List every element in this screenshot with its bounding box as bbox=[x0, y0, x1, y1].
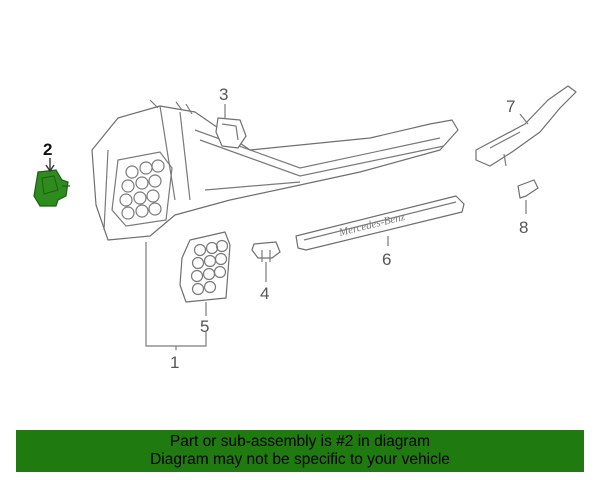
part-4-retainer bbox=[251, 241, 281, 262]
callout-2: 2 bbox=[43, 140, 52, 159]
banner-line-2: Diagram may not be specific to your vehi… bbox=[150, 451, 450, 468]
callout-7: 7 bbox=[506, 97, 515, 116]
part-5-grille-holes bbox=[190, 239, 229, 296]
part-6-sill-plate: Mercedes-Benz bbox=[295, 195, 465, 251]
callout-5: 5 bbox=[200, 317, 209, 336]
callout-6: 6 bbox=[382, 250, 391, 269]
callout-8: 8 bbox=[519, 218, 528, 237]
callout-1: 1 bbox=[170, 353, 179, 372]
callout-4: 4 bbox=[260, 284, 269, 303]
part-7-bracket bbox=[475, 85, 577, 167]
parts-diagram: Mercedes-Benz 1 2 3 4 5 6 7 8 bbox=[33, 85, 577, 372]
part-1-grille-holes bbox=[119, 159, 165, 220]
part-3-clip bbox=[215, 117, 247, 149]
part-8-clip bbox=[517, 179, 539, 199]
part-2-bracket bbox=[33, 169, 70, 207]
leader-lines bbox=[45, 104, 529, 350]
part-5-grille bbox=[179, 231, 231, 303]
banner-line-1: Part or sub-assembly is #2 in diagram bbox=[169, 433, 431, 450]
callout-3: 3 bbox=[219, 85, 228, 104]
info-banner: Part or sub-assembly is #2 in diagram Di… bbox=[16, 430, 584, 472]
sill-plate-text: Mercedes-Benz bbox=[337, 211, 407, 239]
part-1-rocker-panel bbox=[91, 99, 459, 241]
